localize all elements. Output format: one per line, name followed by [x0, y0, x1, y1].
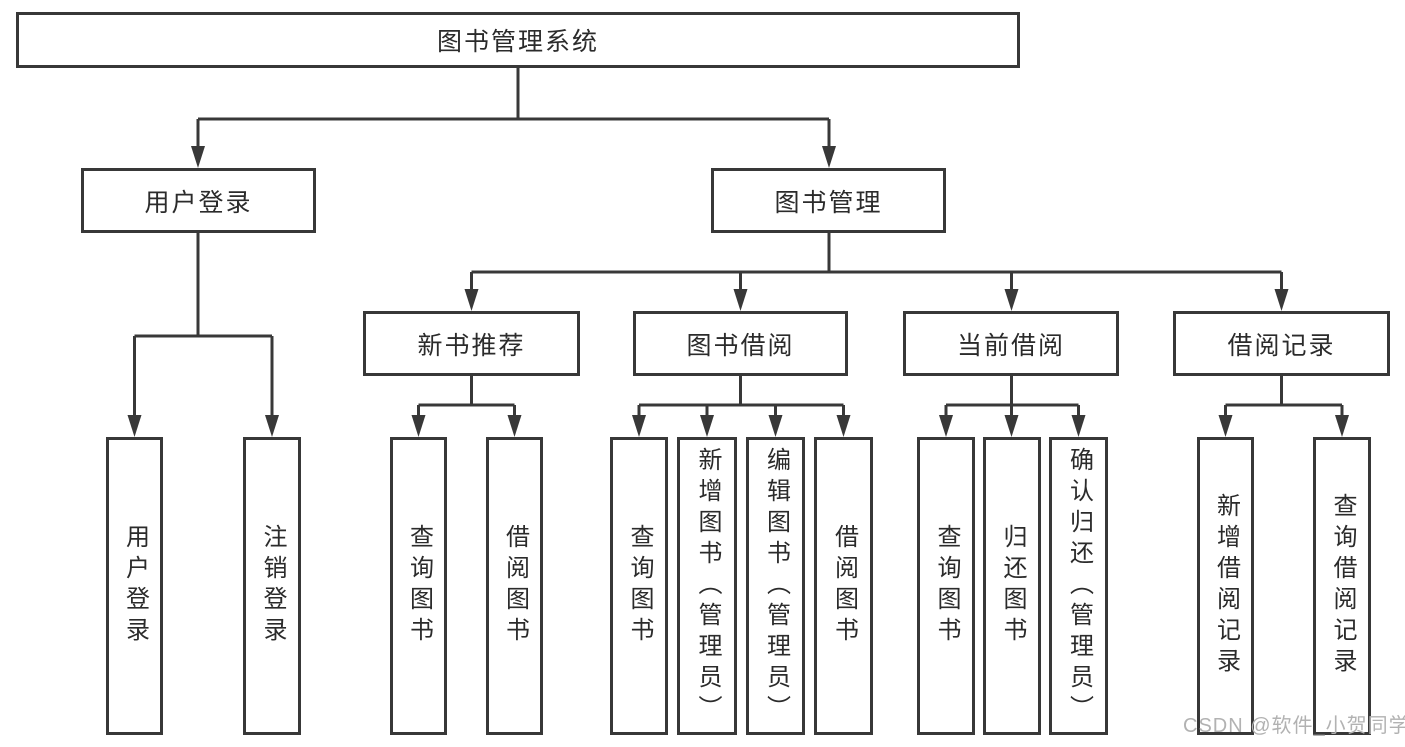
node-user-login: 用户登录: [81, 168, 316, 233]
connector-newbooks-to-leaves: [411, 376, 522, 437]
leaf-query-books-1-label: 查询图书: [405, 524, 433, 648]
leaf-query-books-3: 查询图书: [917, 437, 975, 735]
leaf-borrow-books-1-label: 借阅图书: [501, 524, 529, 648]
leaf-query-borrow-record: 查询借阅记录: [1313, 437, 1371, 735]
connector-bookborrow-to-leaves: [632, 376, 851, 437]
leaf-user-login: 用户登录: [106, 437, 163, 735]
leaf-edit-books-admin-label: 编辑图书（管理员）: [762, 446, 790, 726]
leaf-logout: 注销登录: [243, 437, 301, 735]
leaf-query-books-2-label: 查询图书: [626, 524, 653, 648]
leaf-add-books-admin-label: 新增图书（管理员）: [694, 446, 721, 726]
node-new-book-recommend: 新书推荐: [363, 311, 580, 376]
node-new-book-recommend-label: 新书推荐: [417, 331, 526, 360]
leaf-borrow-books-2: 借阅图书: [814, 437, 873, 735]
leaf-borrow-books-1: 借阅图书: [486, 437, 543, 735]
node-current-borrow-label: 当前借阅: [956, 331, 1065, 360]
leaf-query-borrow-record-label: 查询借阅记录: [1329, 493, 1356, 679]
leaf-return-books: 归还图书: [983, 437, 1041, 735]
leaf-edit-books-admin: 编辑图书（管理员）: [746, 437, 805, 735]
csdn-watermark: CSDN @软件_小贺同学: [1183, 715, 1405, 737]
leaf-add-borrow-record: 新增借阅记录: [1197, 437, 1254, 735]
connector-root-to-level2: [191, 68, 836, 168]
node-book-borrow: 图书借阅: [633, 311, 848, 376]
node-root: 图书管理系统: [16, 12, 1020, 68]
leaf-confirm-return-admin-label: 确认归还（管理员）: [1065, 446, 1093, 726]
connector-userlogin-to-leaves: [127, 233, 279, 437]
connector-borrowrecords-to-leaves: [1218, 376, 1349, 437]
leaf-confirm-return-admin: 确认归还（管理员）: [1049, 437, 1108, 735]
leaf-user-login-label: 用户登录: [121, 524, 149, 648]
leaf-logout-label: 注销登录: [259, 524, 286, 648]
node-book-management: 图书管理: [711, 168, 946, 233]
leaf-borrow-books-2-label: 借阅图书: [830, 524, 858, 648]
node-root-label: 图书管理系统: [436, 28, 599, 56]
connector-bookmgmt-to-level3: [464, 233, 1289, 311]
node-book-management-label: 图书管理: [774, 188, 883, 217]
connector-currentborrow-to-leaves: [939, 376, 1086, 437]
node-borrow-records-label: 借阅记录: [1227, 331, 1336, 360]
leaf-return-books-label: 归还图书: [999, 524, 1026, 648]
node-current-borrow: 当前借阅: [903, 311, 1119, 376]
node-user-login-label: 用户登录: [144, 188, 253, 217]
node-borrow-records: 借阅记录: [1173, 311, 1390, 376]
node-book-borrow-label: 图书借阅: [686, 331, 795, 360]
leaf-query-books-2: 查询图书: [610, 437, 668, 735]
leaf-query-books-3-label: 查询图书: [933, 524, 960, 648]
leaf-add-borrow-record-label: 新增借阅记录: [1212, 493, 1240, 679]
leaf-query-books-1: 查询图书: [390, 437, 447, 735]
leaf-add-books-admin: 新增图书（管理员）: [677, 437, 737, 735]
